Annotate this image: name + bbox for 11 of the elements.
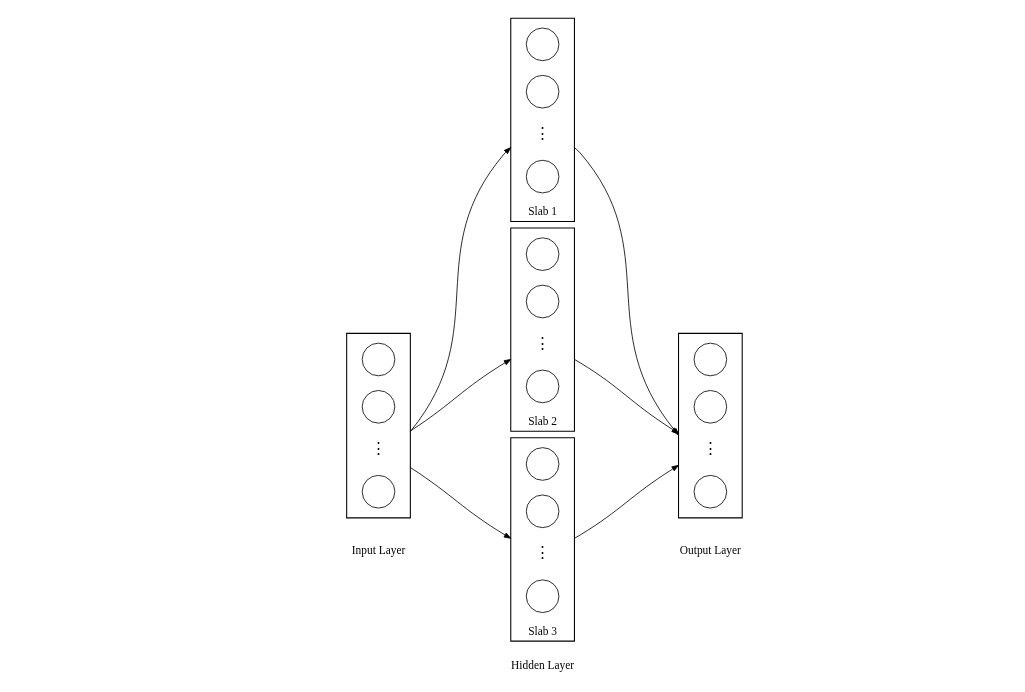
node-text: ⋮ [371, 439, 387, 456]
label: Output Layer [679, 544, 741, 557]
node-text: ⋮ [535, 544, 551, 561]
label: Hidden Layer [511, 658, 575, 671]
node-text: ⋮ [535, 334, 551, 351]
node-label: Slab 1 [528, 205, 558, 218]
node-text: ⋮ [702, 439, 718, 456]
node-label: Slab 2 [528, 414, 558, 427]
label: Input Layer [351, 544, 406, 557]
node-text: ⋮ [535, 124, 551, 141]
node-label: Slab 3 [528, 624, 558, 637]
